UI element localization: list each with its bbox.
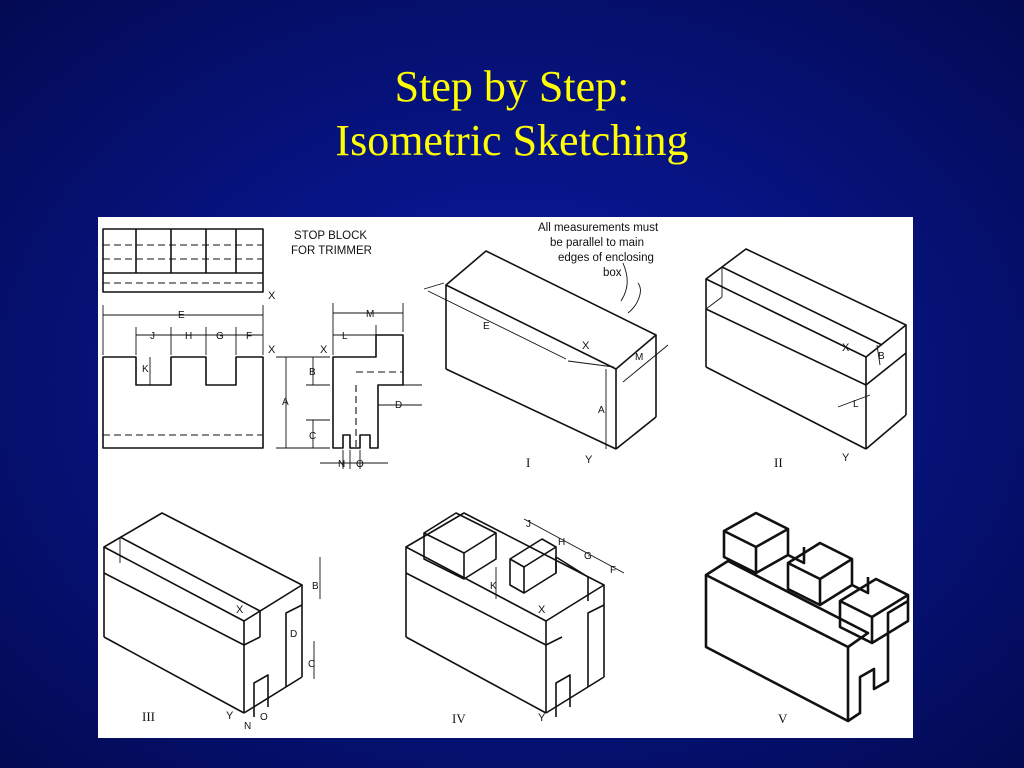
label-j: J [150,331,155,342]
note-line-1: All measurements must [538,222,659,234]
step-2-sketch: B L X Y [705,248,907,464]
label-e-front: E [178,310,185,321]
label-h-step4: H [558,537,565,548]
label-n-step3: N [244,721,251,732]
label-y-step2: Y [842,452,850,464]
label-m-step1: M [635,352,643,363]
label-d-step3: D [290,629,297,640]
side-view: M L A B C X D N O [276,303,422,470]
step-label-1: I [526,455,530,470]
label-x-side: X [320,344,328,356]
isometric-steps-diagram: X STOP BLOCK FOR TRIMMER E J H G F K X [102,222,910,732]
note-line-4: box [603,267,622,279]
top-view [102,228,264,293]
label-m-side: M [366,309,374,320]
label-f-step4: F [610,565,616,576]
step-5-final-sketch [704,511,910,723]
note-line-3: edges of enclosing [558,252,654,264]
label-f: F [246,331,252,342]
label-b-step2: B [878,351,885,362]
label-b-side: B [309,367,316,378]
label-x-top: X [268,290,276,302]
note-line-2: be parallel to main [550,237,644,249]
step-4-sketch: J H G F K X Y [405,512,625,724]
figure-panel: X STOP BLOCK FOR TRIMMER E J H G F K X [98,217,913,738]
label-l-step2: L [853,399,859,410]
label-c-step3: C [308,659,315,670]
label-a-side: A [282,397,289,408]
caption-line-1: STOP BLOCK [294,230,367,242]
label-y-step4: Y [538,712,546,724]
step-label-4: IV [452,711,466,726]
step-label-2: II [774,455,783,470]
label-j-step4: J [526,519,531,530]
label-k-front: K [142,364,149,375]
title-line-1: Step by Step: [394,62,630,111]
caption-line-2: FOR TRIMMER [291,245,372,257]
slide-title: Step by Step: Isometric Sketching [0,60,1024,168]
label-x-step4: X [538,604,546,616]
label-o-side: O [356,459,364,470]
label-x-step3: X [236,604,244,616]
front-view: E J H G F K [102,305,264,449]
step-label-3: III [142,709,155,724]
step-3-sketch: X B D C Y N O [103,512,321,732]
label-c-side: C [309,431,316,442]
label-d-side: D [395,400,402,411]
label-n-side: N [338,459,345,470]
label-g-step4: G [584,551,592,562]
label-o-step3: O [260,712,268,723]
label-g: G [216,331,224,342]
step-1-enclosing-box: E M A X Y [423,250,669,466]
label-x-step1: X [582,340,590,352]
label-x-step2: X [842,342,850,354]
measurement-note: All measurements must be parallel to mai… [538,222,659,279]
label-l-side: L [342,331,348,342]
label-b-step3: B [312,581,319,592]
label-x-front: X [268,344,276,356]
stop-block-caption: STOP BLOCK FOR TRIMMER [291,230,372,257]
label-a-step1: A [598,405,605,416]
step-label-5: V [778,711,788,726]
label-y-step3: Y [226,710,234,722]
title-line-2: Isometric Sketching [335,116,689,165]
label-y-step1: Y [585,454,593,466]
label-h: H [185,331,192,342]
label-e-step1: E [483,321,490,332]
label-k-step4: K [490,581,497,592]
